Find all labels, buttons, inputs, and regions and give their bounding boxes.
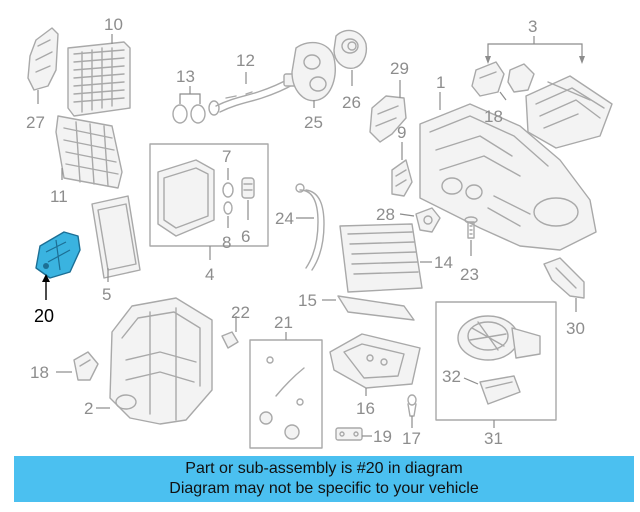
callout-31: 31 xyxy=(484,429,503,448)
callout-27: 27 xyxy=(26,113,45,132)
part-26-seal xyxy=(333,29,368,69)
part-30-bracket xyxy=(543,257,585,299)
callout-20: 20 xyxy=(34,306,54,326)
part-17-grommet xyxy=(407,394,417,417)
part-12-ac-lines xyxy=(215,73,299,113)
callout-26: 26 xyxy=(342,93,361,112)
part-1-hvac-housing xyxy=(419,103,597,251)
callout-21: 21 xyxy=(274,313,293,332)
callout-2: 2 xyxy=(84,399,93,418)
callout-4: 4 xyxy=(205,265,214,284)
part-5-cabin-filter xyxy=(91,195,141,279)
callout-18-top: 18 xyxy=(484,107,503,126)
part-28-sensor xyxy=(415,207,441,233)
part-11-evaporator xyxy=(55,115,123,189)
part-10-heater-core xyxy=(67,41,131,117)
part-21-lever xyxy=(259,356,305,440)
callout-1: 1 xyxy=(436,73,445,92)
part-18-clip-top xyxy=(507,63,535,93)
part-23-screw xyxy=(464,216,478,239)
callout-8: 8 xyxy=(222,233,231,252)
callout-32: 32 xyxy=(442,367,461,386)
callout-25: 25 xyxy=(304,113,323,132)
callout-22: 22 xyxy=(231,303,250,322)
callout-28: 28 xyxy=(376,205,395,224)
part-18-clip-bottom xyxy=(73,351,99,381)
banner-line-part-number: Part or sub-assembly is #20 in diagram xyxy=(185,460,463,477)
part-31-box-outline xyxy=(435,301,557,421)
callout-12: 12 xyxy=(236,51,255,70)
callout-13: 13 xyxy=(176,67,195,86)
callout-29: 29 xyxy=(390,59,409,78)
hvac-exploded-diagram: 27 10 11 5 20 4 7 8 xyxy=(26,15,613,449)
part-16-tray xyxy=(329,333,421,389)
callout-19: 19 xyxy=(373,427,392,446)
part-3-linkage xyxy=(471,61,505,97)
part-19-clip xyxy=(335,427,363,441)
callout-9: 9 xyxy=(397,123,406,142)
part-4-blower-resistor xyxy=(157,159,215,237)
part-15-seal-strip xyxy=(337,295,415,321)
info-banner: Part or sub-assembly is #20 in diagram D… xyxy=(14,456,634,502)
callout-17: 17 xyxy=(402,429,421,448)
part-6-sensor xyxy=(241,177,255,199)
part-9-actuator xyxy=(391,159,413,197)
part-29-bracket xyxy=(369,95,407,143)
callout-15: 15 xyxy=(298,291,317,310)
part-3-flap-housing xyxy=(525,75,613,149)
part-32-resistor xyxy=(479,375,521,405)
callout-3: 3 xyxy=(528,17,537,36)
callout-11: 11 xyxy=(50,187,68,206)
callout-14: 14 xyxy=(434,253,453,272)
callout-16: 16 xyxy=(356,399,375,418)
banner-line-disclaimer: Diagram may not be specific to your vehi… xyxy=(169,480,479,497)
callout-18-bottom: 18 xyxy=(30,363,49,382)
callout-5: 5 xyxy=(102,285,111,304)
part-27-bracket xyxy=(27,27,59,91)
part-31-blower-motor xyxy=(457,315,541,361)
part-25-seal xyxy=(291,41,336,102)
part-4-box-outline xyxy=(149,143,269,247)
part-2-lower-housing xyxy=(109,297,213,425)
part-22-connector xyxy=(221,331,239,349)
part-14-filter xyxy=(339,223,423,293)
part-20-highlighted xyxy=(35,231,81,279)
callout-24: 24 xyxy=(275,209,294,228)
part-24-hose xyxy=(295,183,325,271)
callout-10: 10 xyxy=(104,15,123,34)
part-13-o-rings xyxy=(172,100,220,124)
callout-6: 6 xyxy=(241,227,250,246)
callout-30: 30 xyxy=(566,319,585,338)
callout-7: 7 xyxy=(222,147,231,166)
callout-23: 23 xyxy=(460,265,479,284)
